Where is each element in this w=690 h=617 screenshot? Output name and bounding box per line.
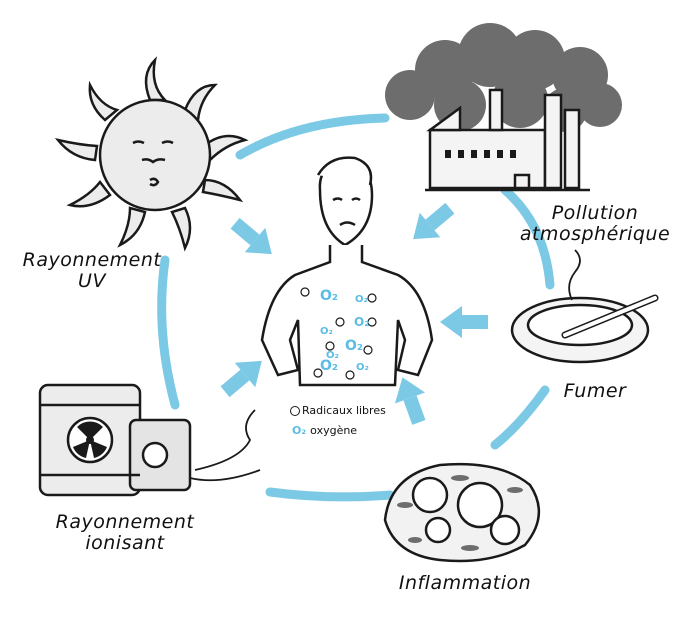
label-uv: Rayonnement UV — [22, 249, 162, 292]
o2-marker: O₂ — [354, 315, 369, 329]
o2-marker: O₂ — [355, 294, 368, 305]
ashtray-icon — [510, 249, 659, 364]
o2-marker: O₂ — [320, 358, 338, 374]
factory-icon — [385, 23, 622, 192]
o2-marker: O₂ — [345, 338, 363, 354]
sun-rays — [54, 56, 249, 252]
o2-marker: O₂ — [326, 350, 339, 361]
label-ionizing: Rayonnement ionisant — [55, 511, 195, 554]
legend-free-radicals-text: Radicaux libres — [302, 404, 386, 417]
arrow-smoking — [440, 306, 488, 338]
cycle-ring — [157, 113, 555, 502]
smoke-cloud — [385, 23, 622, 132]
barrel-icon — [38, 383, 261, 497]
body-markers: O₂ O₂ O₂ O₂ O₂ O₂ O₂ O₂ — [300, 287, 377, 380]
inflammation-icon — [383, 462, 541, 563]
label-pollution: Pollution atmosphérique — [519, 202, 671, 245]
o2-marker: O₂ — [320, 326, 333, 337]
legend-oxygen-symbol: O₂ — [292, 424, 307, 437]
label-inflammation: Inflammation — [398, 572, 532, 594]
arrow-pollution — [413, 202, 455, 240]
legend-oxygen-text: oxygène — [310, 424, 358, 437]
free-radical-marks — [300, 287, 377, 380]
o2-marker: O₂ — [356, 362, 369, 373]
person-figure — [260, 156, 434, 387]
arrow-uv — [230, 217, 272, 255]
free-radical-icon — [290, 406, 300, 416]
inward-arrows — [220, 202, 488, 425]
o2-marker: O₂ — [320, 288, 338, 304]
arrow-inflammation — [394, 377, 426, 425]
arrow-ionizing — [220, 360, 262, 398]
label-smoking: Fumer — [563, 380, 627, 402]
sun-icon — [54, 56, 249, 252]
legend-free-radicals: Radicaux libres — [290, 404, 386, 417]
